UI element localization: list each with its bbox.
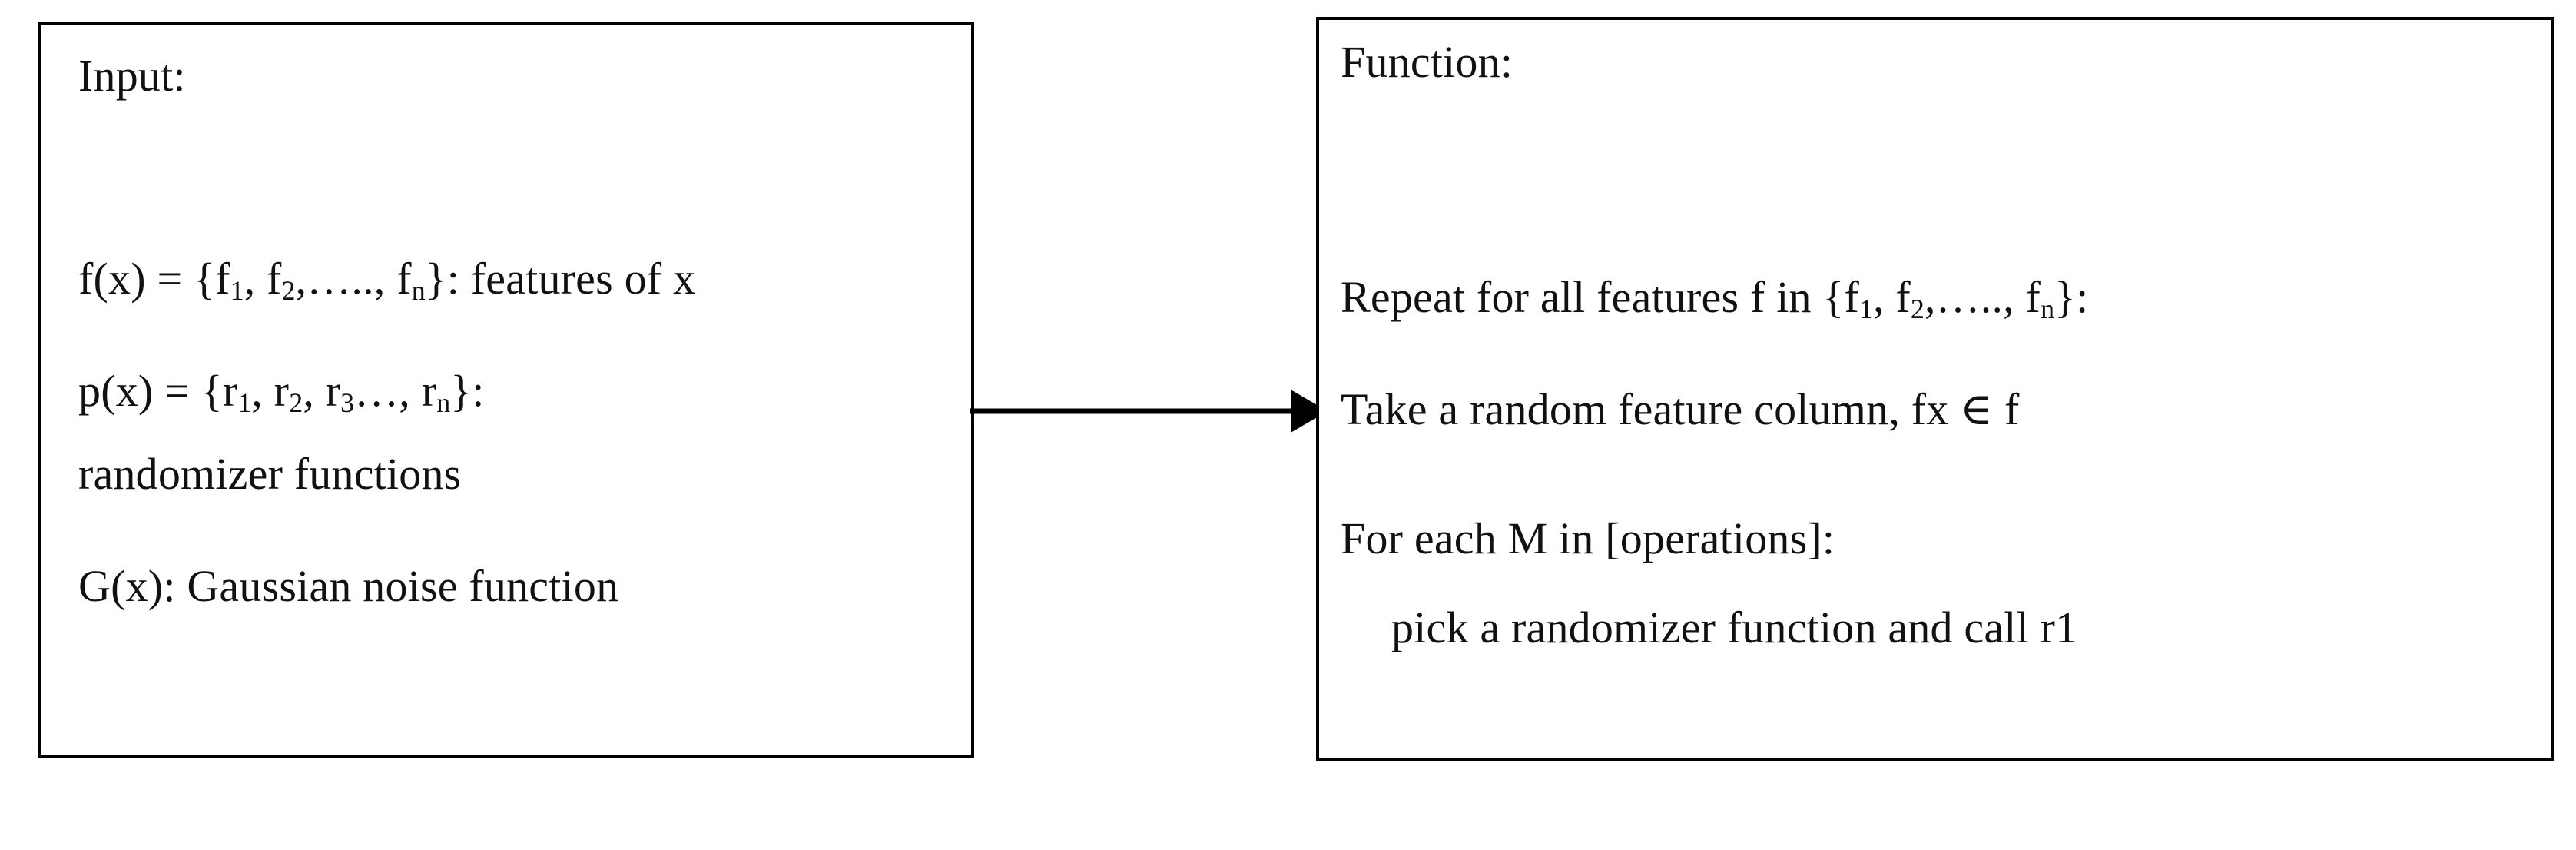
randomizers-sub-n: n bbox=[436, 387, 451, 418]
repeat-prefix: Repeat for all features f in {f bbox=[1341, 272, 1859, 322]
randomizers-prefix: p(x) = {r bbox=[78, 366, 238, 416]
randomizers-sub-3: 3 bbox=[340, 387, 355, 418]
repeat-sub-1: 1 bbox=[1858, 293, 1873, 324]
input-box: Input: f(x) = {f1, f2,….., fn}: features… bbox=[38, 22, 974, 758]
function-box-content: Function: Repeat for all features f in {… bbox=[1319, 20, 2551, 758]
features-mid-1: , f bbox=[244, 254, 282, 304]
repeat-sub-n: n bbox=[2041, 293, 2055, 324]
randomizers-sub-1: 1 bbox=[237, 387, 252, 418]
function-box: Function: Repeat for all features f in {… bbox=[1316, 17, 2554, 761]
function-line-pick-randomizer: pick a randomizer function and call r1 bbox=[1391, 603, 2078, 652]
connector-arrow bbox=[970, 380, 1328, 442]
repeat-mid-1: , f bbox=[1872, 272, 1911, 322]
randomizers-tail: }: bbox=[450, 366, 485, 416]
function-box-heading: Function: bbox=[1341, 37, 1513, 87]
randomizers-sub-2: 2 bbox=[289, 387, 303, 418]
features-sub-2: 2 bbox=[281, 274, 296, 306]
features-sub-1: 1 bbox=[230, 274, 244, 306]
features-suffix: }: features of x bbox=[425, 254, 696, 304]
arrow-icon bbox=[970, 390, 1328, 433]
input-line-features: f(x) = {f1, f2,….., fn}: features of x bbox=[78, 257, 695, 305]
randomizers-mid-1: , r bbox=[251, 366, 290, 416]
features-sub-n: n bbox=[411, 274, 426, 306]
input-line-randomizer-functions: randomizer functions bbox=[78, 449, 462, 499]
randomizers-suffix: …, r bbox=[354, 366, 437, 416]
randomizers-mid-2: , r bbox=[303, 366, 341, 416]
features-mid-2: ,….., f bbox=[295, 254, 412, 304]
function-line-repeat: Repeat for all features f in {f1, f2,…..… bbox=[1341, 275, 2088, 324]
input-box-heading: Input: bbox=[78, 51, 186, 101]
repeat-sub-2: 2 bbox=[1910, 293, 1925, 324]
arrow-head bbox=[1291, 390, 1328, 433]
input-line-gaussian: G(x): Gaussian noise function bbox=[78, 561, 619, 611]
input-box-content: Input: f(x) = {f1, f2,….., fn}: features… bbox=[41, 25, 971, 755]
function-line-take-random-column: Take a random feature column, fx ∈ f bbox=[1341, 384, 2020, 434]
features-prefix: f(x) = {f bbox=[78, 254, 230, 304]
repeat-mid-2: ,….., f bbox=[1924, 272, 2041, 322]
repeat-suffix: }: bbox=[2054, 272, 2089, 322]
input-line-randomizers: p(x) = {r1, r2, r3…, rn}: bbox=[78, 369, 485, 417]
function-line-for-each-m: For each M in [operations]: bbox=[1341, 513, 1835, 563]
